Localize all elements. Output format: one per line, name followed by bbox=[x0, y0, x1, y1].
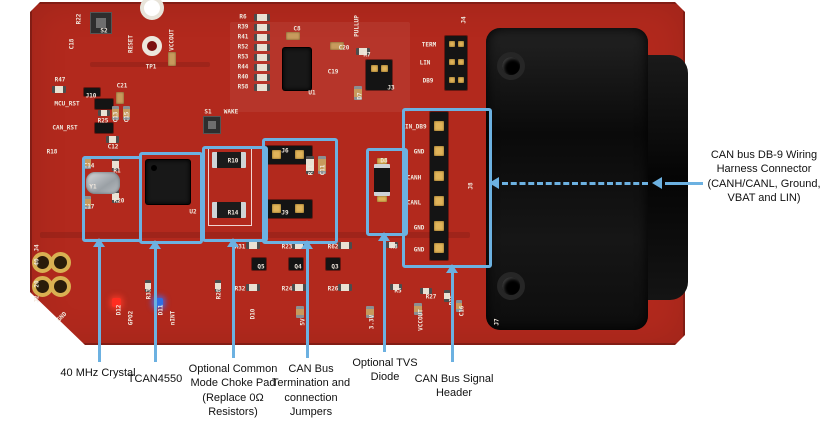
can-rst-jumper bbox=[95, 123, 113, 133]
resistor-r44 bbox=[254, 64, 270, 71]
db9-screw-post-bottom bbox=[497, 272, 525, 300]
resistor-r27 bbox=[420, 288, 432, 294]
resistor-r40 bbox=[254, 74, 270, 81]
header-pin-gnd bbox=[434, 146, 444, 156]
resistor-r26 bbox=[338, 284, 352, 291]
plated-hole bbox=[50, 252, 71, 273]
jumper-pin bbox=[295, 150, 304, 159]
resistor-r6 bbox=[254, 14, 270, 21]
header-pin bbox=[449, 77, 455, 83]
plated-hole bbox=[50, 276, 71, 297]
capacitor bbox=[168, 52, 176, 66]
mcu-rst-jumper bbox=[95, 99, 113, 109]
resistor-r24 bbox=[292, 284, 306, 291]
tvs-pad bbox=[377, 196, 387, 202]
resistor-r41 bbox=[254, 34, 270, 41]
resistor-r15 bbox=[444, 290, 450, 302]
capacitor-c17 bbox=[84, 196, 91, 209]
callout-box-tcan4550 bbox=[139, 152, 203, 244]
mounting-hole bbox=[140, 0, 164, 20]
resistor-r7 bbox=[356, 48, 370, 55]
tvs-pad bbox=[377, 158, 387, 164]
callout-label-choke-pad: Optional Common Mode Choke Pad (Replace … bbox=[188, 363, 278, 418]
transistor-q3 bbox=[326, 258, 340, 270]
resistor-r58 bbox=[254, 84, 270, 91]
jumper-pin bbox=[371, 65, 378, 72]
led-d11-blue bbox=[154, 298, 163, 307]
resistor-r1 bbox=[112, 158, 119, 171]
capacitor bbox=[366, 306, 374, 318]
resistor-r11 bbox=[306, 156, 314, 174]
resistor-r20 bbox=[112, 190, 119, 203]
resistor-r47 bbox=[52, 86, 66, 93]
capacitor-c11 bbox=[318, 156, 326, 174]
callout-box-termination-jumpers bbox=[262, 138, 338, 244]
transistor-q4 bbox=[289, 258, 303, 270]
capacitor-c20 bbox=[330, 42, 344, 50]
resistor-r33 bbox=[145, 280, 151, 292]
resistor-r52 bbox=[254, 44, 270, 51]
header-pin bbox=[449, 59, 455, 65]
capacitor-c13 bbox=[112, 106, 119, 120]
capacitor-c14 bbox=[84, 156, 91, 169]
led-d12-red bbox=[112, 298, 121, 307]
resistor-r31 bbox=[246, 242, 260, 249]
callout-label-signal-header: CAN Bus Signal Header bbox=[414, 373, 494, 400]
wake-switch-s1 bbox=[203, 116, 221, 134]
callout-label-crystal: 40 MHz Crystal bbox=[60, 367, 136, 379]
capacitor-c15 bbox=[123, 106, 130, 120]
test-point-tp1 bbox=[142, 36, 162, 56]
transistor-q5 bbox=[252, 258, 266, 270]
reset-switch-s2 bbox=[90, 12, 112, 34]
resistor-r32 bbox=[246, 284, 260, 291]
callout-box-choke-pad bbox=[202, 146, 268, 242]
resistor-r39 bbox=[254, 24, 270, 31]
header-pin-canl bbox=[434, 196, 444, 206]
capacitor bbox=[296, 306, 304, 318]
pin1-dot bbox=[151, 165, 157, 171]
capacitor-c8 bbox=[286, 32, 300, 40]
header-pin bbox=[458, 77, 464, 83]
capacitor-c21 bbox=[116, 92, 124, 104]
callout-label-tcan4550: TCAN4550 bbox=[127, 373, 183, 385]
trace-shade bbox=[90, 62, 210, 67]
capacitor bbox=[414, 303, 422, 315]
right-callout-text: CAN bus DB-9 Wiring Harness Connector (C… bbox=[707, 149, 821, 204]
resistor-r5 bbox=[390, 284, 402, 290]
jumper-pin bbox=[272, 150, 281, 159]
callout-label-termination-jumpers: CAN Bus Termination and connection Jumpe… bbox=[271, 363, 351, 418]
resistor-r62 bbox=[338, 242, 352, 249]
resistor-r25 bbox=[98, 110, 110, 116]
resistor-r28 bbox=[215, 280, 221, 292]
jumper-pin bbox=[272, 204, 281, 213]
chip-u1 bbox=[283, 48, 311, 90]
header-pin-gnd2 bbox=[434, 221, 444, 231]
diode-d7 bbox=[354, 86, 362, 100]
zero-ohm-resistor-r10 bbox=[212, 152, 246, 168]
header-pin-gnd3 bbox=[434, 243, 444, 253]
header-pin bbox=[458, 41, 464, 47]
jumper-j3 bbox=[366, 60, 392, 90]
resistor-r8 bbox=[386, 242, 398, 248]
jumper-j10 bbox=[84, 88, 100, 96]
tvs-diode-d8 bbox=[374, 164, 390, 196]
header-pin bbox=[449, 41, 455, 47]
jumper-pin bbox=[295, 204, 304, 213]
capacitor-c12 bbox=[106, 136, 119, 143]
callout-label-tvs-diode: Optional TVS Diode bbox=[352, 357, 418, 384]
crystal-y1 bbox=[86, 172, 120, 194]
db9-screw-post-top bbox=[497, 52, 525, 80]
trace-shade bbox=[40, 232, 470, 238]
resistor-r53 bbox=[254, 54, 270, 61]
config-header-j4 bbox=[445, 36, 467, 90]
callout-box-signal-header bbox=[402, 108, 492, 268]
header-pin-canh bbox=[434, 171, 444, 181]
header-pin bbox=[458, 59, 464, 65]
callout-box-crystal bbox=[82, 156, 142, 242]
resistor-r23 bbox=[292, 242, 306, 249]
capacitor-c16 bbox=[456, 300, 462, 312]
header-pin-lin-db9 bbox=[434, 121, 444, 131]
zero-ohm-resistor-r14 bbox=[212, 202, 246, 218]
jumper-pin bbox=[381, 65, 388, 72]
